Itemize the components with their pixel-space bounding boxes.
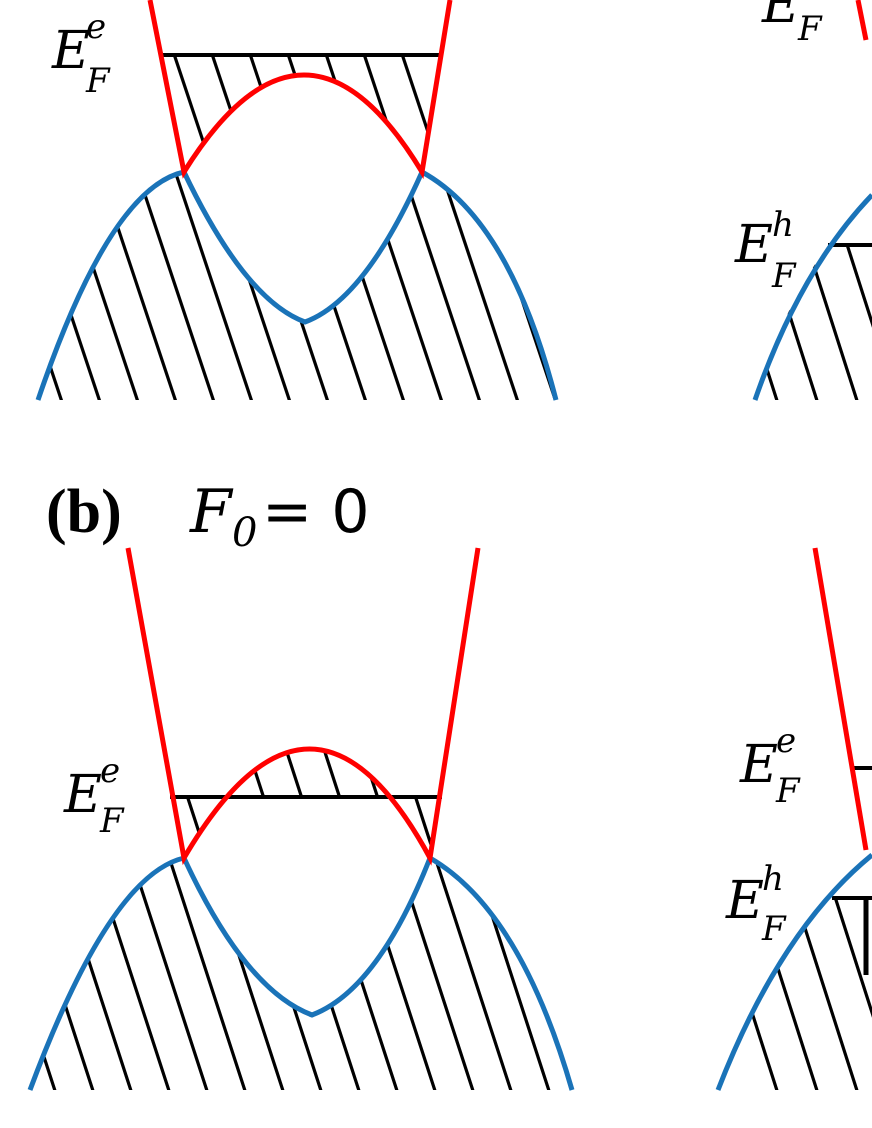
bottom-left-band-panel: E e F	[27, 547, 575, 1091]
panel-b-header: (b) F 0 = 0	[46, 477, 370, 556]
conduction-band-curve	[812, 547, 869, 851]
conduction-band-curve	[855, 0, 869, 41]
condition-symbol: F	[189, 477, 234, 547]
fermi-label-upper-sub: F	[797, 9, 823, 49]
valence-band-curve	[27, 854, 575, 1091]
valence-band-curve	[35, 168, 559, 401]
condition-rest: = 0	[262, 477, 370, 547]
fermi-label-e: E	[63, 765, 102, 825]
valence-band-curve	[715, 853, 872, 1091]
valence-band-curve	[752, 193, 872, 401]
fermi-label-e-sub: F	[99, 801, 125, 841]
fermi-label-e-sup: e	[86, 7, 106, 47]
fermi-label-h-sup: h	[762, 859, 784, 899]
conduction-band-curve	[125, 547, 481, 866]
fermi-label-e-sub: F	[85, 61, 111, 101]
fermi-label-h-sub: F	[771, 256, 797, 296]
fermi-label-upper: E	[761, 0, 800, 35]
fermi-label-h-sup: h	[772, 205, 794, 245]
fermi-label-h: E	[734, 215, 773, 275]
bottom-right-band-panel: E e F E h F	[715, 547, 872, 1091]
fermi-label-e-sup: e	[776, 721, 796, 761]
top-right-band-panel: E F E h F	[734, 0, 872, 401]
fermi-label-e: E	[739, 735, 778, 795]
top-left-band-panel: E e F	[35, 0, 559, 401]
condition-subscript: 0	[232, 510, 257, 556]
fermi-label-h-sub: F	[761, 909, 787, 949]
fermi-label-e-sup: e	[100, 751, 120, 791]
panel-tag: (b)	[46, 478, 122, 546]
occupied-states-hatch	[30, 749, 572, 1090]
fermi-label-e-sub: F	[775, 771, 801, 811]
conduction-band-curve	[147, 0, 453, 180]
fermi-label-e: E	[51, 21, 90, 81]
fermi-label-h: E	[725, 871, 764, 931]
